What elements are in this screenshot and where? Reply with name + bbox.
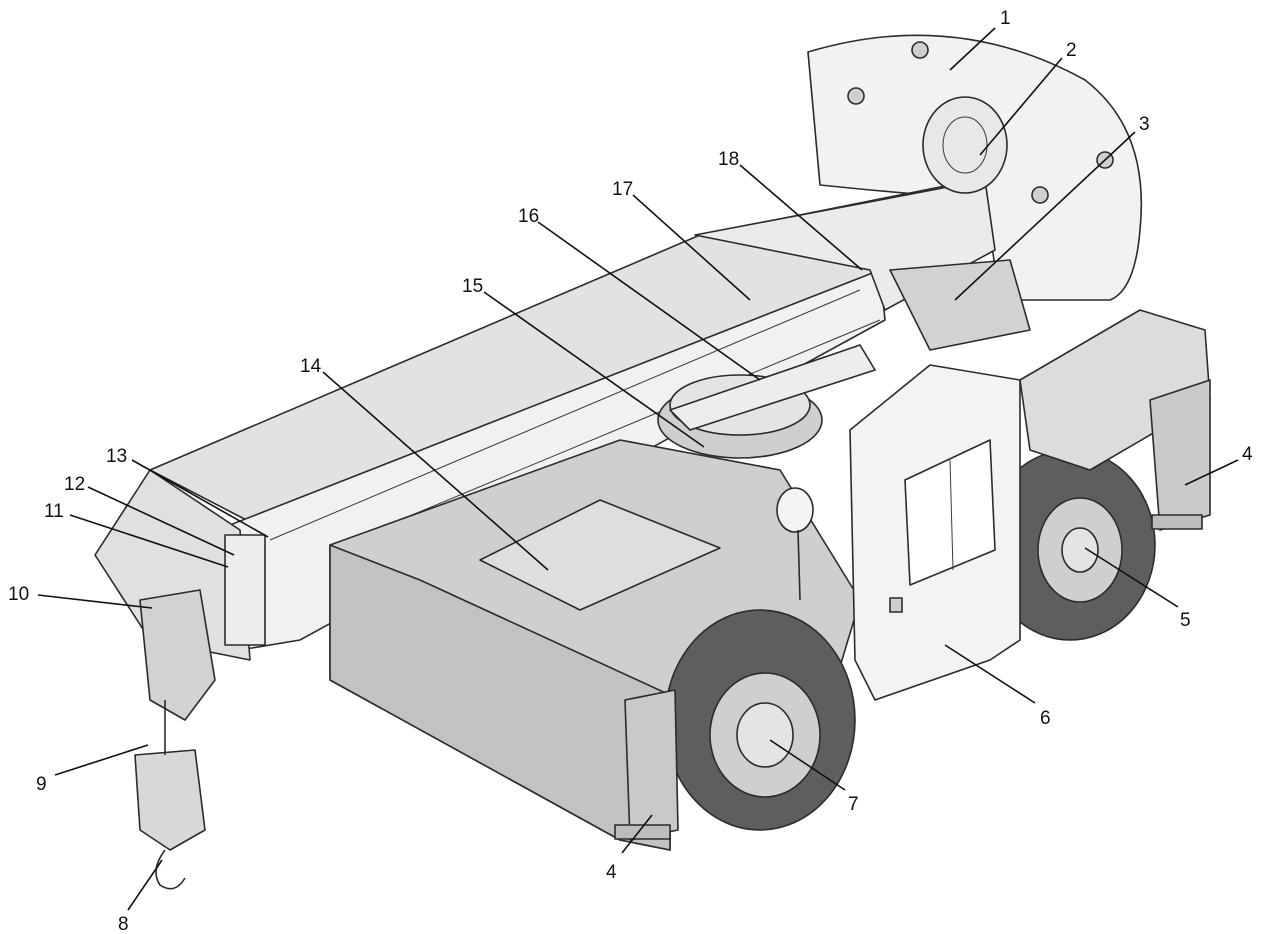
callout-13: 13 [106, 446, 127, 467]
leader-line-8 [127, 859, 163, 911]
leader-line-14 [322, 371, 549, 571]
callout-4-rear: 4 [1242, 444, 1253, 465]
callout-10: 10 [8, 584, 29, 605]
callout-8: 8 [118, 914, 129, 934]
deck-plate [479, 499, 721, 611]
callout-1: 1 [1000, 8, 1011, 29]
counterweight-nut [847, 87, 865, 105]
counterweight-nut [1031, 186, 1049, 204]
leader-line-3 [954, 131, 1136, 301]
turntable-deck [889, 259, 1031, 351]
chassis-rear-panel [329, 544, 671, 851]
callout-2: 2 [1066, 40, 1077, 61]
side-mirror-post [797, 529, 801, 601]
callout-9: 9 [36, 774, 47, 795]
leader-line-7 [769, 739, 846, 791]
callout-12: 12 [64, 474, 85, 495]
boom-edge-line [339, 319, 881, 546]
callout-14: 14 [300, 356, 322, 377]
leader-line-10 [37, 594, 153, 609]
lift-cylinder [669, 344, 876, 431]
boom-edge-line [269, 289, 861, 541]
hoist-winch-drum [922, 96, 1008, 194]
leader-line-2 [979, 57, 1063, 156]
hook [155, 849, 186, 890]
leader-line-6 [944, 644, 1036, 704]
callout-6: 6 [1040, 708, 1051, 729]
boom-nose-sheave [139, 589, 216, 721]
counterweight-nut [911, 41, 929, 59]
callout-15: 15 [462, 276, 483, 297]
leader-line-17 [632, 194, 751, 301]
callout-labels: 1 2 3 4 5 6 7 4 8 9 10 11 12 13 14 15 16… [8, 8, 1253, 934]
front-outrigger-box [624, 689, 679, 841]
callout-leaders [37, 27, 1239, 911]
callout-5: 5 [1180, 610, 1191, 631]
leader-line-13 [131, 459, 269, 538]
leader-line-5 [1084, 547, 1179, 608]
boom-wear-pads [224, 534, 266, 646]
cab-door-handle [889, 597, 903, 613]
leader-line-16 [537, 221, 761, 381]
callout-11: 11 [44, 501, 64, 522]
rear-outrigger-box [1149, 379, 1211, 531]
leader-line-15 [483, 291, 705, 448]
leader-line-11 [69, 514, 229, 568]
leader-line-12 [87, 486, 235, 556]
leader-line-4b [621, 814, 653, 854]
hoist-winch-hub [942, 116, 988, 174]
leader-line-18 [739, 164, 863, 271]
leader-line-1 [949, 27, 996, 71]
cab-window-divider [949, 459, 954, 571]
hook-block [134, 749, 206, 851]
cab-window [904, 439, 996, 586]
side-mirror [776, 487, 814, 533]
callout-16: 16 [518, 206, 539, 227]
callout-7: 7 [848, 794, 859, 815]
callout-18: 18 [718, 149, 739, 170]
front-outrigger-pad [614, 824, 671, 840]
front-wheel-hub [736, 702, 794, 768]
leader-line-4a [1184, 459, 1239, 486]
leader-line-9 [54, 744, 149, 776]
callout-4-front: 4 [606, 862, 617, 883]
rear-wheel-hub [1061, 527, 1099, 573]
callout-3: 3 [1139, 114, 1150, 135]
rear-outrigger-pad [1151, 514, 1203, 530]
callout-17: 17 [612, 179, 633, 200]
